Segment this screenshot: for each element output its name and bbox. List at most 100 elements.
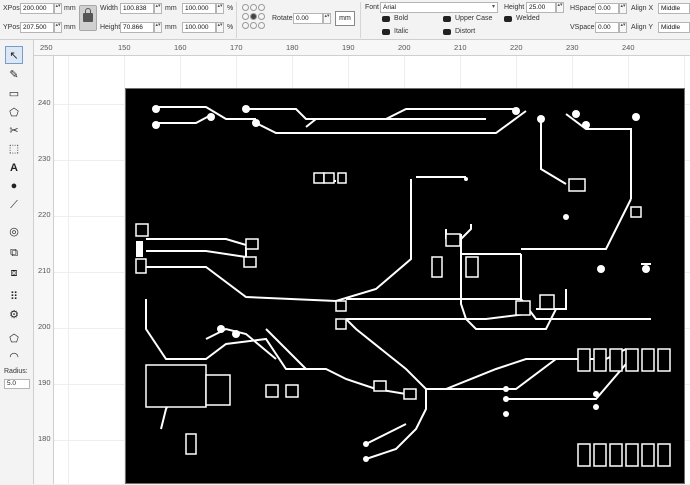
pen-icon[interactable]: ✎ [9, 69, 19, 81]
weld-icon[interactable]: ⧉ [10, 247, 18, 259]
corner-icon[interactable]: ⬠ [9, 333, 19, 345]
anchor-center[interactable] [250, 13, 257, 20]
font-label: Font [365, 4, 380, 11]
hspace-input[interactable]: 0.00 [595, 3, 619, 14]
rotate-spinner[interactable]: ▴▾ [323, 13, 331, 24]
width-spinner[interactable]: ▴▾ [154, 3, 162, 14]
distort-label: Distort [455, 28, 476, 35]
anchor-top-right[interactable] [258, 4, 265, 11]
design-canvas[interactable] [54, 56, 690, 484]
vspace-input[interactable]: 0.00 [595, 22, 619, 33]
rectangle-icon[interactable]: ▭ [8, 88, 20, 100]
anchor-bottom-right[interactable] [258, 22, 265, 29]
ypos-label: YPos [3, 24, 20, 31]
scale-width-input[interactable]: 100.000 [182, 3, 216, 14]
offset-icon[interactable]: ◎ [9, 226, 19, 238]
ruler-tick: 200 [38, 322, 51, 331]
anchor-top-left[interactable] [242, 4, 249, 11]
ruler-tick: 200 [398, 43, 411, 52]
polygon-icon[interactable]: ⬠ [9, 107, 19, 119]
ruler-tick: 230 [566, 43, 579, 52]
ypos-input[interactable]: 207.500 [20, 22, 54, 33]
anchor-middle-left[interactable] [242, 13, 249, 20]
scale-width-spinner[interactable]: ▴▾ [216, 3, 224, 14]
welded-toggle[interactable] [504, 16, 512, 22]
measure-icon[interactable]: ⟋ [10, 199, 18, 211]
ruler-tick: 160 [174, 43, 187, 52]
radius-label: Radius: [4, 368, 28, 375]
ruler-tick: 190 [342, 43, 355, 52]
ypos-unit: mm [64, 24, 76, 31]
ruler-tick: 180 [38, 434, 51, 443]
distort-toggle[interactable] [443, 29, 451, 35]
aligny-select[interactable]: Middle [658, 22, 690, 33]
ruler-tick: 240 [622, 43, 635, 52]
units-toggle-button[interactable]: mm [335, 11, 355, 26]
pin-icon[interactable]: ● [10, 180, 18, 192]
vertical-ruler: 240 230 220 210 200 190 180 [34, 56, 54, 484]
xpos-label: XPos [3, 5, 20, 12]
xpos-unit: mm [64, 5, 76, 12]
boolean-icon[interactable]: ⧈ [10, 267, 18, 279]
ruler-tick: 230 [38, 154, 51, 163]
scale-width-percent: % [227, 5, 234, 12]
anchor-bottom-left[interactable] [242, 22, 249, 29]
font-select[interactable]: Arial▾ [380, 2, 498, 13]
scale-height-input[interactable]: 100.000 [182, 22, 216, 33]
bold-label: Bold [394, 15, 409, 22]
frame-icon[interactable]: ⬚ [8, 143, 20, 155]
array-icon[interactable]: ⠿ [9, 291, 19, 303]
upper-case-label: Upper Case [455, 15, 493, 22]
italic-toggle[interactable] [382, 29, 390, 35]
scale-height-spinner[interactable]: ▴▾ [216, 22, 224, 33]
grid-line [68, 56, 69, 484]
pointer-icon[interactable]: ↖ [5, 46, 23, 64]
font-height-label: Height [504, 4, 525, 11]
italic-label: Italic [394, 28, 409, 35]
ruler-tick: 210 [38, 266, 51, 275]
ruler-tick: 250 [40, 43, 53, 52]
font-height-spinner[interactable]: ▴▾ [556, 2, 564, 13]
anchor-middle-right[interactable] [258, 13, 265, 20]
width-input[interactable]: 100.838 [120, 3, 154, 14]
round-corner-icon[interactable]: ◠ [9, 351, 19, 363]
scissors-icon[interactable]: ✂ [9, 125, 19, 137]
radius-input[interactable]: 5.0 [4, 379, 30, 389]
xpos-spinner[interactable]: ▴▾ [54, 3, 62, 14]
anchor-top-center[interactable] [250, 4, 257, 11]
alignx-value: Middle [661, 5, 681, 12]
grid-line [124, 56, 125, 484]
width-label: Width [100, 5, 118, 12]
height-input[interactable]: 70.866 [120, 22, 154, 33]
pcb-traces [135, 105, 671, 467]
hspace-spinner[interactable]: ▴▾ [619, 3, 627, 14]
vspace-spinner[interactable]: ▴▾ [619, 22, 627, 33]
ruler-tick: 220 [38, 210, 51, 219]
upper-case-toggle[interactable] [443, 16, 451, 22]
tool-sidebar: ↖ ✎ ▭ ⬠ ✂ ⬚ A ● ⟋ ◎ ⧉ ⧈ ⠿ ⚙ ⬠ ◠ Radius: … [0, 40, 34, 484]
circle-array-icon[interactable]: ⚙ [9, 309, 19, 321]
hspace-label: HSpace [570, 5, 595, 12]
toolbar-separator [360, 2, 361, 38]
horizontal-ruler: 250 150 160 170 180 190 200 210 220 230 … [34, 40, 690, 56]
alignx-select[interactable]: Middle [658, 3, 690, 14]
anchor-bottom-center[interactable] [250, 22, 257, 29]
toolbar-separator [236, 2, 237, 38]
ruler-tick: 150 [118, 43, 131, 52]
width-unit: mm [165, 5, 177, 12]
height-spinner[interactable]: ▴▾ [154, 22, 162, 33]
alignx-label: Align X [631, 5, 654, 12]
font-height-input[interactable]: 25.00 [526, 2, 556, 13]
property-toolbar: XPos 200.000 ▴▾ mm YPos 207.500 ▴▾ mm Wi… [0, 0, 690, 40]
xpos-input[interactable]: 200.000 [20, 3, 54, 14]
rotate-input[interactable]: 0.00 [293, 13, 323, 24]
lock-aspect-button[interactable] [79, 5, 97, 31]
ruler-tick: 220 [510, 43, 523, 52]
bold-toggle[interactable] [382, 16, 390, 22]
chevron-down-icon: ▾ [491, 4, 495, 10]
ruler-tick: 190 [38, 378, 51, 387]
ypos-spinner[interactable]: ▴▾ [54, 22, 62, 33]
text-icon[interactable]: A [10, 162, 18, 174]
pcb-board[interactable] [125, 88, 685, 484]
aligny-label: Align Y [631, 24, 654, 31]
